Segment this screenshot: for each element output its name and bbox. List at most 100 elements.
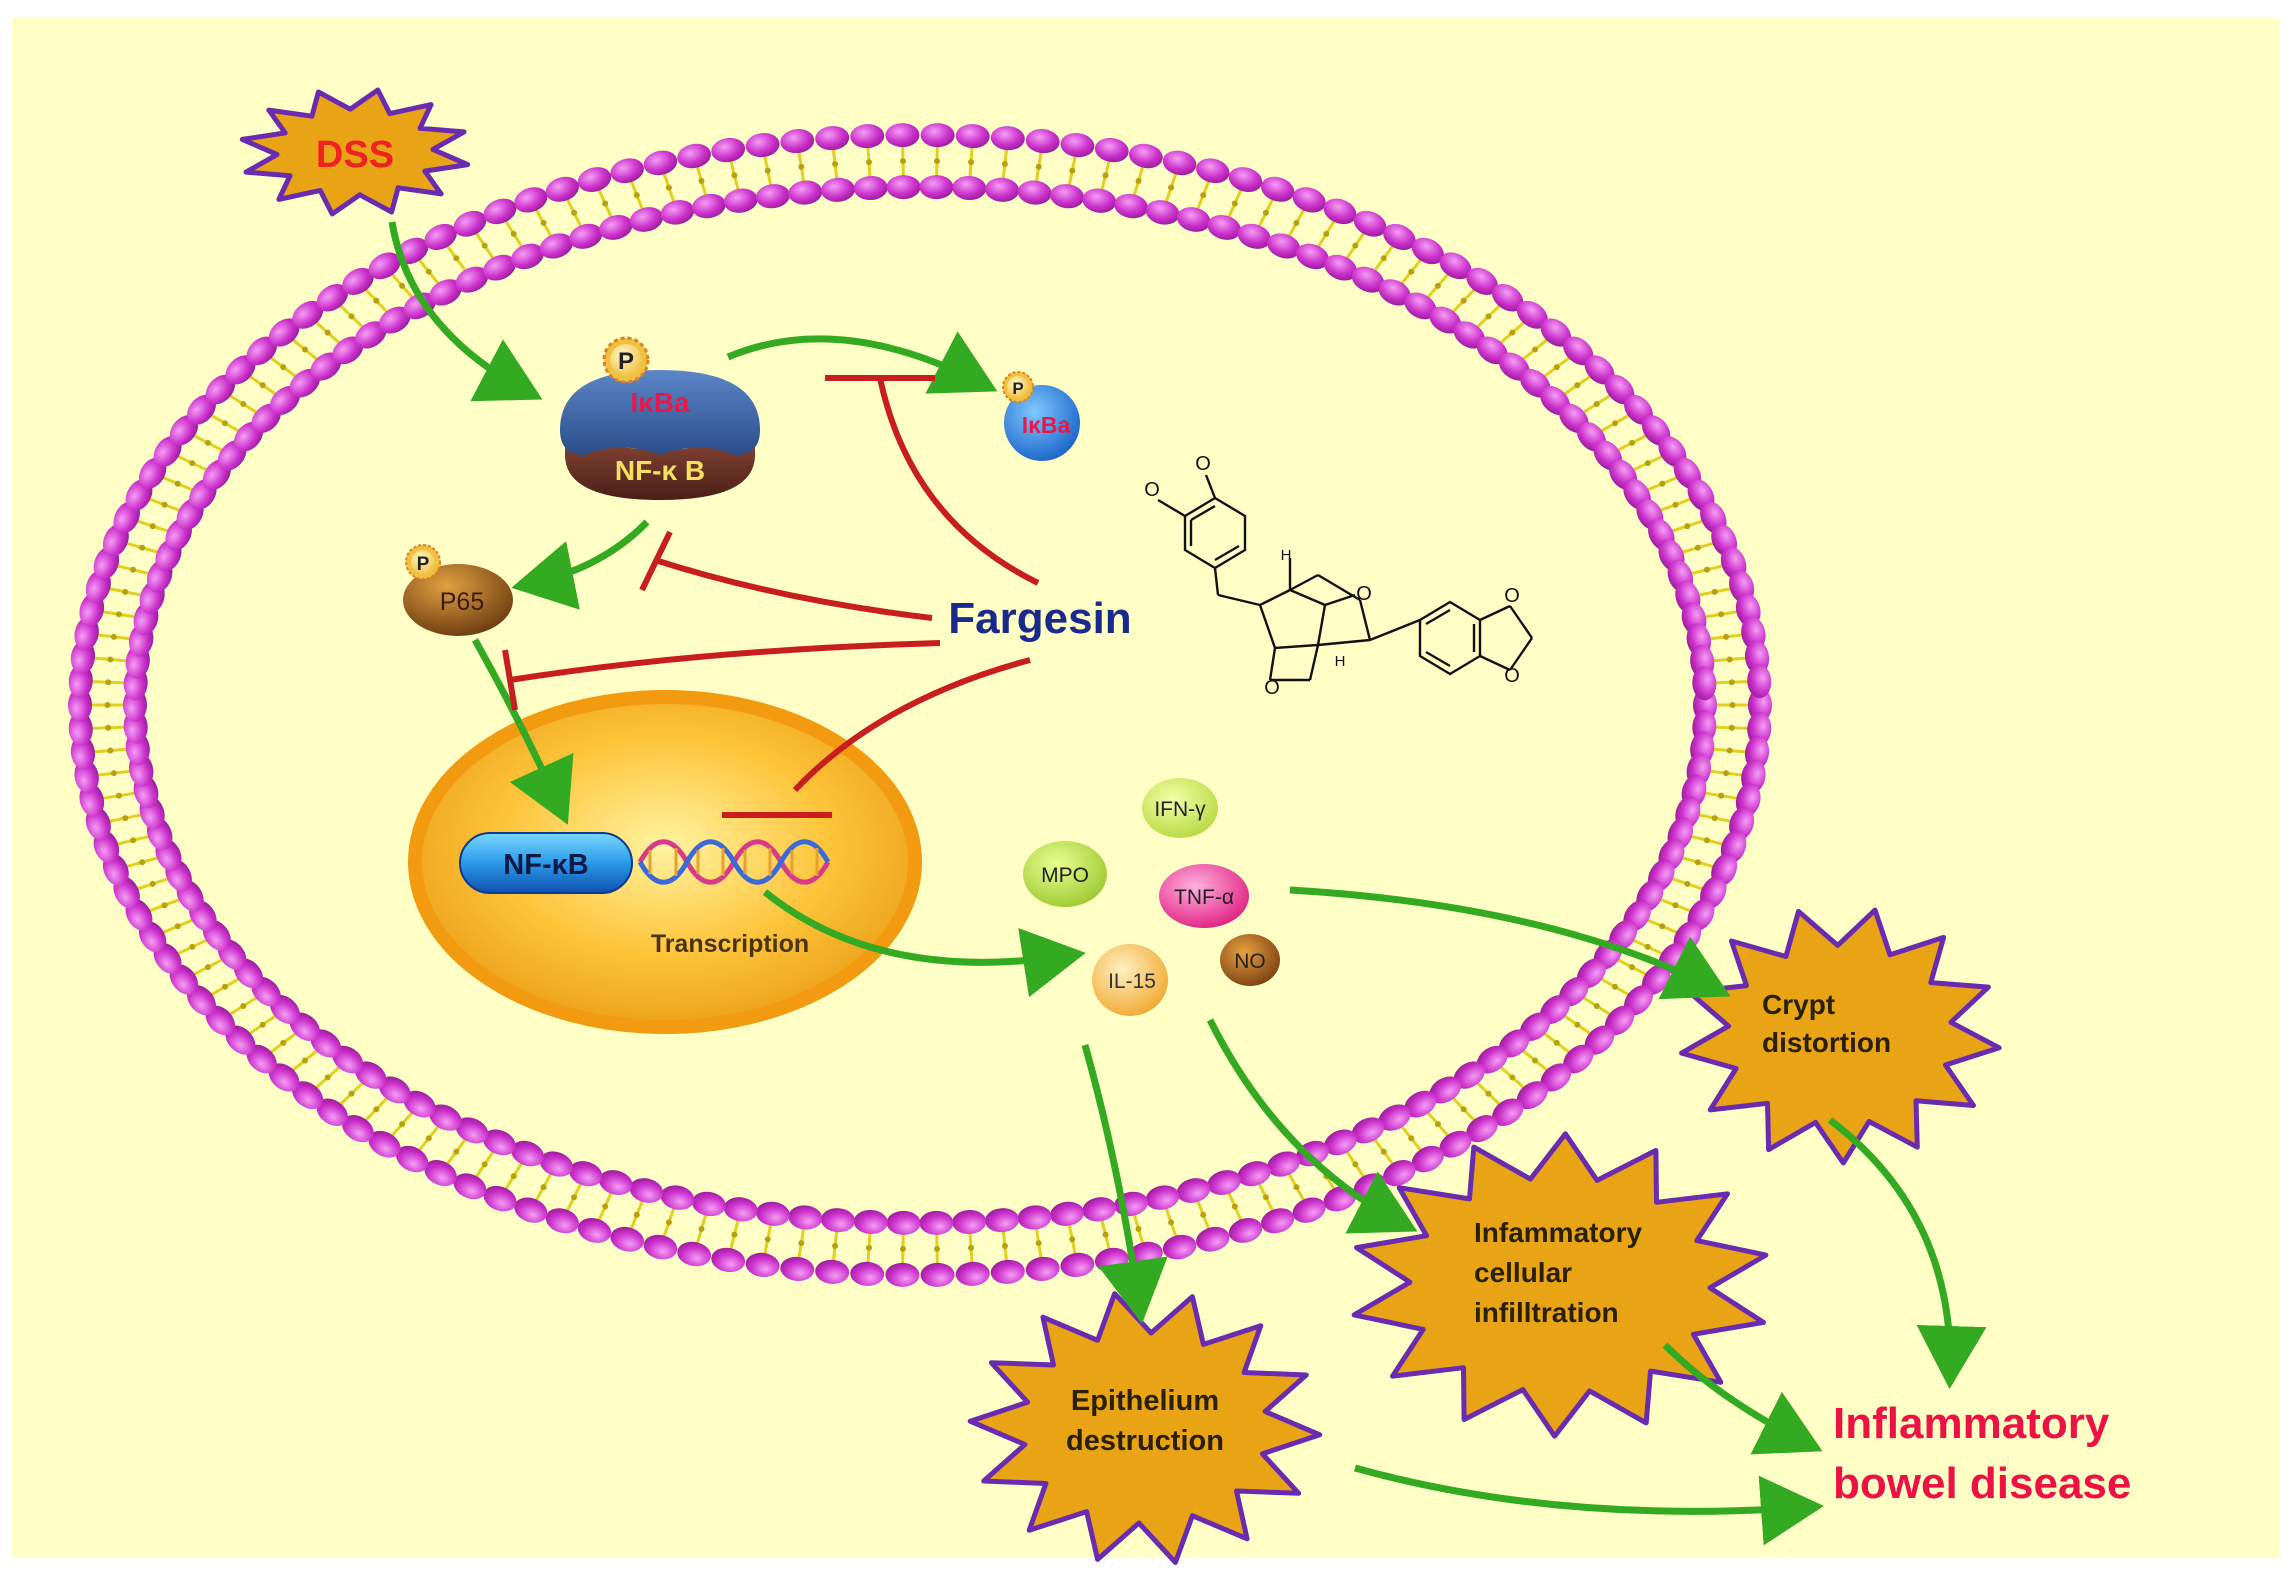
lipid-tail-joint (1593, 1003, 1600, 1010)
crypt-distortion-label-line1: Crypt (1762, 989, 1835, 1020)
lipid-head (1563, 336, 1594, 366)
lipid-head (745, 1252, 780, 1278)
lipid-tail-joint (324, 1074, 331, 1081)
lipid-tail-joint (865, 159, 872, 166)
lipid-head (205, 1005, 236, 1036)
lipid-tail-joint (122, 815, 129, 822)
lipid-tail-joint (1102, 172, 1109, 179)
no-molecule (1220, 934, 1280, 986)
lipid-tail-joint (665, 1219, 672, 1226)
lipid-tail-joint (161, 501, 168, 508)
lipid-head (788, 180, 823, 205)
lipid-head (1692, 666, 1717, 701)
lipid-head (1017, 1205, 1052, 1230)
lipid-tail-joint (1069, 1236, 1076, 1243)
lipid-tail-joint (205, 964, 212, 971)
lipid-head (577, 1218, 612, 1243)
lipid-head (1296, 243, 1329, 270)
lipid-tail-joint (1611, 983, 1618, 990)
lipid-head (1050, 1201, 1085, 1226)
lipid-head (815, 1259, 850, 1284)
lipid-head (342, 267, 374, 295)
lipid-head (1094, 1247, 1129, 1273)
lipid-head (453, 1173, 487, 1200)
lipid-head (820, 1208, 855, 1233)
lipid-tail-joint (130, 837, 137, 844)
lipid-tail-joint (731, 172, 738, 179)
lipid-tail-joint (798, 163, 805, 170)
lipid-tail-joint (222, 420, 229, 427)
lipid-tail-joint (1723, 633, 1730, 640)
lipid-tail-joint (1684, 523, 1691, 530)
lipid-head (225, 355, 256, 385)
infiltration-label-line2: cellular (1474, 1257, 1572, 1288)
lipid-tail-joint (1168, 1219, 1175, 1226)
lipid-tail-joint (481, 242, 488, 249)
lipid-head (985, 177, 1020, 202)
svg-text:O: O (1264, 677, 1280, 699)
lipid-head (316, 284, 348, 312)
lipid-tail-joint (149, 880, 156, 887)
lipid-head (885, 123, 920, 148)
arrow-p65-to-nfkb (471, 638, 574, 825)
lipid-head (1351, 266, 1385, 293)
lipid-head (711, 137, 746, 163)
lipid-tail-joint (832, 1243, 839, 1250)
lipid-tail-joint (1231, 200, 1238, 207)
nfkb-complex-label: NF-κ B (615, 455, 705, 486)
lipid-tail-joint (1352, 1161, 1359, 1168)
lipid-tail-joint (1262, 1194, 1269, 1201)
lipid-tail-joint (1460, 1106, 1467, 1113)
lipid-tail-joint (348, 313, 355, 320)
svg-text:O: O (1356, 583, 1372, 605)
inhibition-lines (502, 375, 1040, 818)
lipid-tail-joint (130, 566, 137, 573)
lipid-tail-joint (1711, 815, 1718, 822)
lipid-tail-joint (1684, 880, 1691, 887)
lipid-tail-joint (1611, 420, 1618, 427)
lipid-head (205, 374, 236, 405)
lipid-tail-joint (1069, 167, 1076, 174)
lipid-head (985, 1208, 1020, 1233)
lipid-head (429, 1104, 462, 1131)
lipid-head (952, 1209, 987, 1234)
ikba-label: IκBa (630, 387, 690, 418)
lipid-tail-joint (1672, 501, 1679, 508)
lipid-tail-joint (122, 588, 129, 595)
ibd-label-line1: Inflammatory (1833, 1399, 2110, 1448)
lipid-tail-joint (1408, 268, 1415, 275)
lipid-head (919, 175, 954, 200)
lipid-tail-joint (1718, 611, 1725, 618)
lipid-head (403, 1090, 436, 1118)
phosphate-label: P (1012, 379, 1023, 398)
lipid-tail-joint (934, 158, 941, 165)
lipid-tail-joint (189, 460, 196, 467)
lipid-tail-joint (510, 230, 517, 237)
lipid-head (569, 1161, 603, 1187)
ikba-free-label: IκBa (1022, 412, 1071, 438)
lipid-tail-joint (1644, 460, 1651, 467)
lipid-tail-joint (240, 1003, 247, 1010)
arrow-epithelium-to-ibd (1354, 1464, 1824, 1546)
lipid-head (511, 243, 544, 270)
lipid-head (1351, 1117, 1385, 1144)
lipid-tail-joint (399, 282, 406, 289)
lipid-head (1439, 252, 1472, 280)
svg-text:H: H (1335, 653, 1346, 670)
crypt-distortion-label-line2: distortion (1762, 1027, 1891, 1058)
lipid-head (1228, 167, 1263, 192)
lipid-head (316, 1098, 348, 1126)
lipid-tail-joint (1434, 1121, 1441, 1128)
lipid-tail-joint (1434, 282, 1441, 289)
lipid-head (511, 1140, 544, 1167)
lipid-head (225, 1025, 256, 1055)
lipid-head (1114, 193, 1148, 219)
lipid-tail-joint (1509, 329, 1516, 336)
lipid-head (1540, 318, 1572, 347)
lipid-tail-joint (1293, 1184, 1300, 1191)
arrow-to-crypt (1289, 886, 1731, 1000)
lipid-tail-joint (633, 192, 640, 199)
lipid-head (1453, 321, 1485, 349)
lipid-head (455, 1117, 489, 1144)
lipid-head (920, 1262, 955, 1287)
